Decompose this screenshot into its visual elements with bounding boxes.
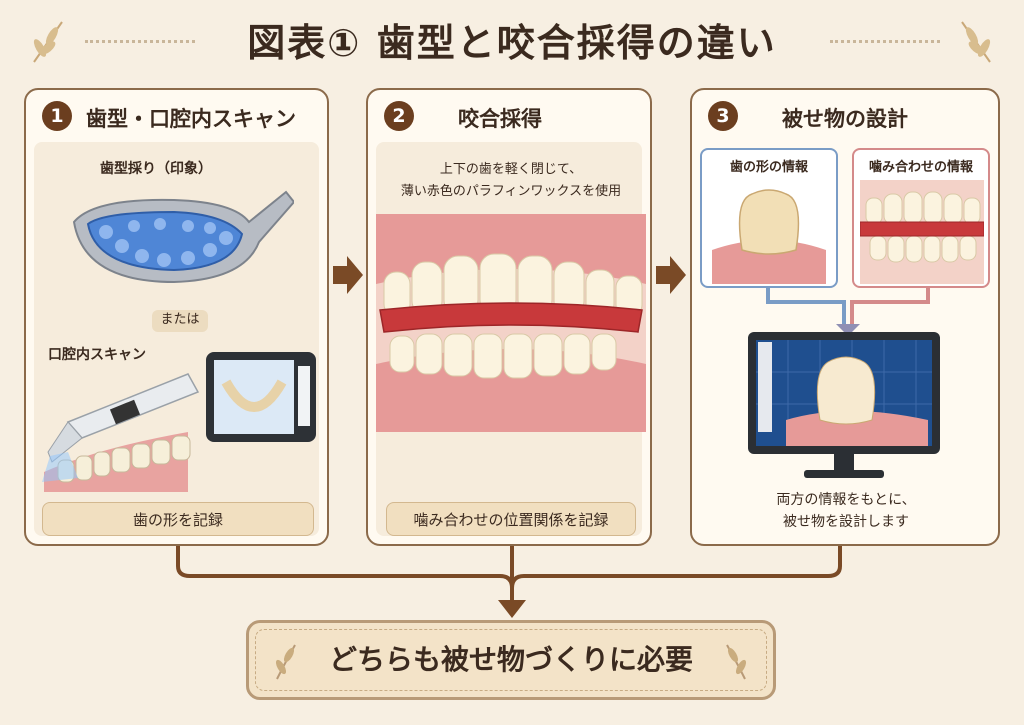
panel-title: 咬合採得	[458, 107, 542, 131]
single-tooth-illustration	[712, 189, 826, 284]
connector-arrows	[176, 546, 842, 618]
merge-arrows	[766, 288, 930, 336]
leaf-icon	[726, 644, 747, 680]
monitor-crown-design-illustration	[748, 332, 940, 478]
panel-title: 被せ物の設計	[782, 107, 908, 131]
title-dots-left	[85, 40, 195, 43]
panel-body: 上下の歯を軽く閉じて、 薄い赤色のパラフィンワックスを使用 噛み合わせの位置関係…	[376, 142, 646, 536]
description-line-1: 上下の歯を軽く閉じて、	[439, 162, 583, 177]
or-label: または	[152, 310, 208, 332]
leaf-ornament-left	[26, 18, 70, 68]
intraoral-scan-label: 口腔内スキャン	[48, 347, 146, 363]
leaf-ornament-right	[954, 18, 998, 68]
panel-caption: 噛み合わせの位置関係を記録	[386, 502, 636, 536]
description-line-2: 薄い赤色のパラフィンワックスを使用	[400, 184, 622, 199]
conclusion-banner: どちらも被せ物づくりに必要	[246, 620, 776, 700]
page-title: 図表① 歯型と咬合採得の違い	[247, 21, 777, 65]
bite-illustration	[860, 180, 984, 284]
bite-info-box: 噛み合わせの情報	[852, 148, 990, 288]
tooth-shape-info-box: 歯の形の情報	[700, 148, 838, 288]
box-title: 歯の形の情報	[729, 160, 808, 175]
step-number: 3	[708, 101, 738, 131]
arrow-right-icon	[656, 256, 686, 294]
panel-caption: 歯の形を記録	[42, 502, 314, 536]
panel-body: 歯型採り（印象） または 口腔内スキャン 歯の形を記録	[34, 142, 319, 536]
result-line-1: 両方の情報をもとに、	[776, 492, 916, 508]
banner-inner-border	[255, 629, 767, 691]
box-title: 噛み合わせの情報	[868, 160, 973, 175]
panel-title: 歯型・口腔内スキャン	[86, 107, 296, 131]
arrow-right-icon	[333, 256, 363, 294]
leaf-icon	[275, 644, 296, 680]
step-number: 1	[42, 101, 72, 131]
impression-tray-illustration	[72, 190, 294, 284]
conclusion-text: どちらも被せ物づくりに必要	[328, 643, 693, 676]
step-number: 2	[384, 101, 414, 131]
result-line-2: 被せ物を設計します	[783, 514, 909, 530]
panel-bite-registration: 2 咬合採得 上下の歯を軽く閉じて、 薄い赤色のパラフィンワックスを使用 噛み合…	[366, 88, 652, 546]
title-dots-right	[830, 40, 940, 43]
impression-label: 歯型採り（印象）	[100, 161, 212, 177]
panel-impression-scan: 1 歯型・口腔内スキャン 歯型採り（印象） または 口腔内スキャン 歯の形を記録	[24, 88, 329, 546]
intraoral-scanner-illustration	[42, 352, 316, 492]
teeth-with-wax-illustration	[376, 214, 646, 432]
